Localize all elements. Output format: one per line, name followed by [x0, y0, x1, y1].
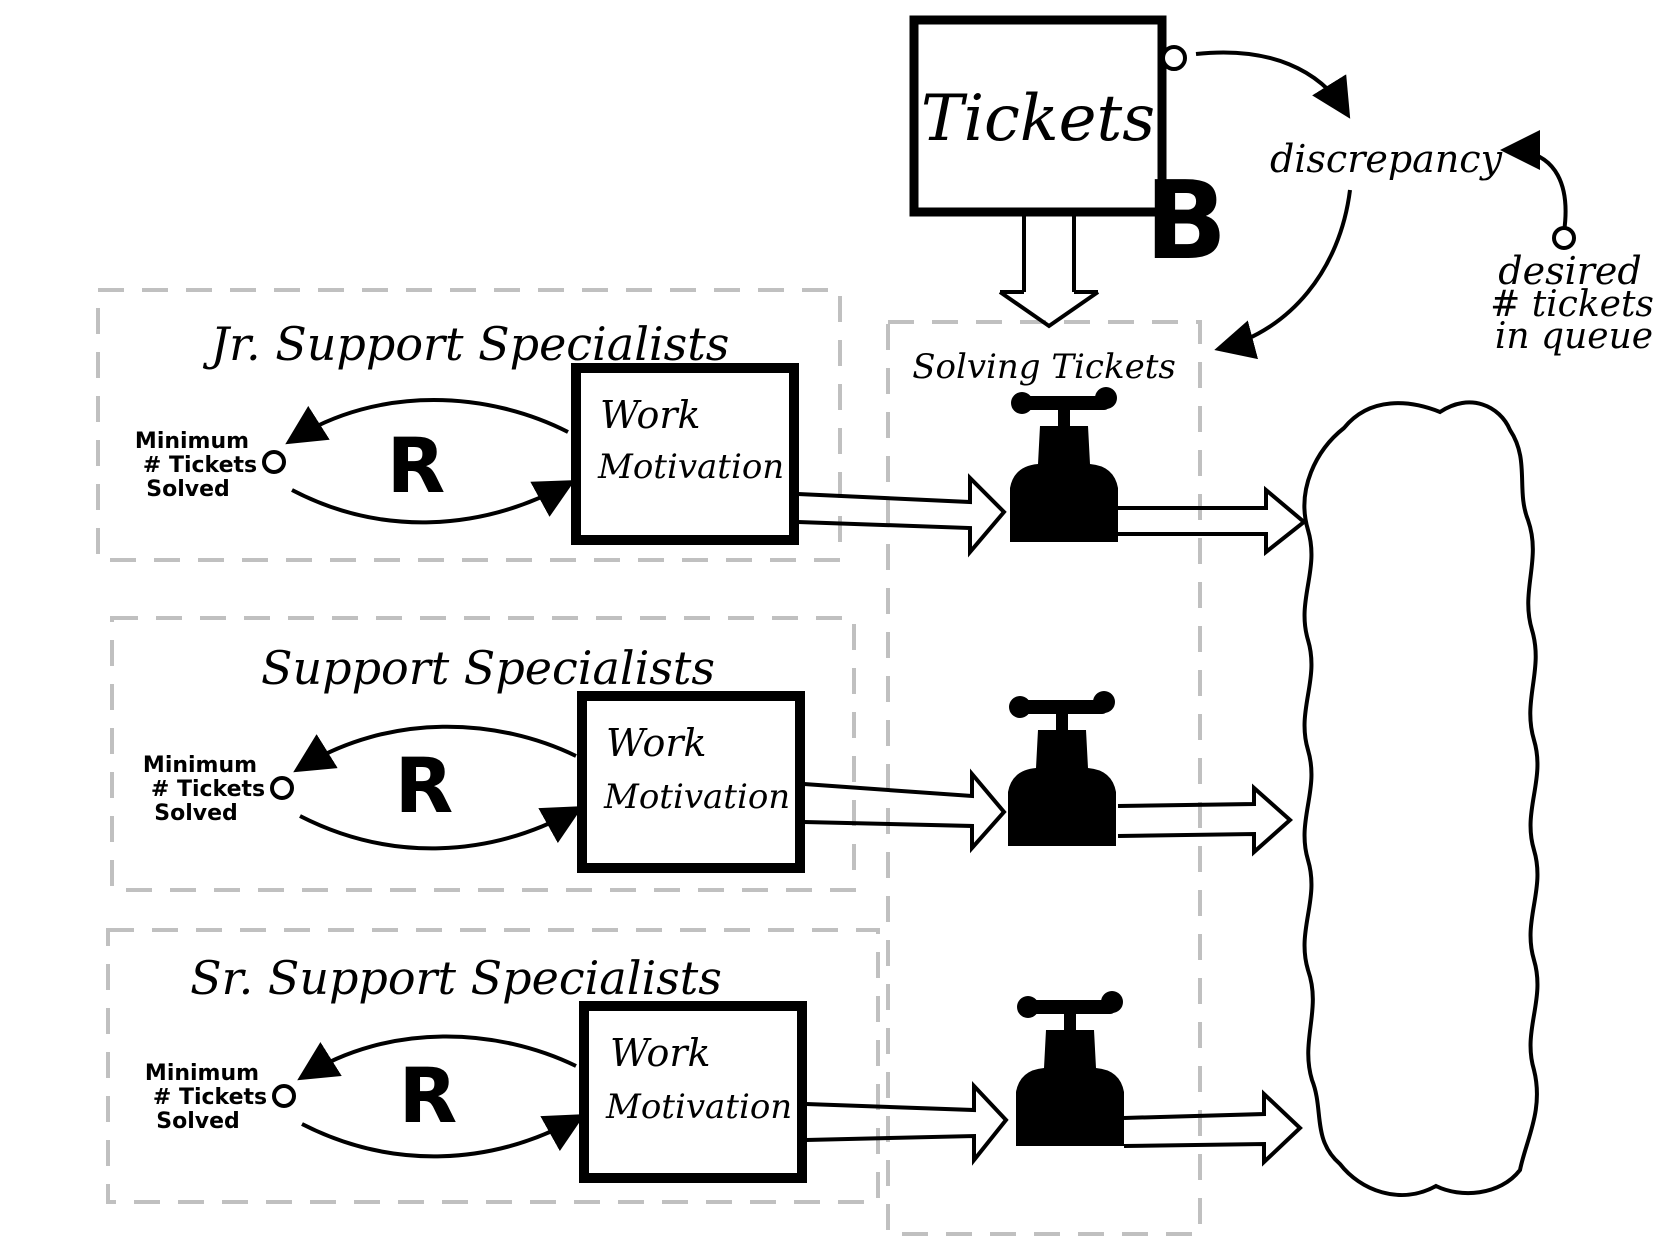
- group-title: Sr. Support Specialists: [190, 951, 722, 1005]
- group-jr-support-specialists: Jr. Support Specialists Minimum # Ticket…: [135, 317, 1308, 558]
- svg-text:Solved: Solved: [154, 801, 238, 826]
- group-border-jr: [96, 288, 842, 562]
- discrepancy-label: discrepancy: [1270, 137, 1503, 181]
- svg-text:# Tickets: # Tickets: [153, 1085, 267, 1110]
- svg-text:Motivation: Motivation: [605, 1087, 792, 1127]
- svg-text:Work: Work: [610, 1031, 711, 1075]
- reinforcing-loop-marker: R: [399, 1051, 458, 1140]
- motivation-flow-pipe: [803, 768, 1007, 854]
- work-motivation-stock[interactable]: Work Motivation: [579, 1001, 807, 1183]
- motivation-flow-pipe: [797, 473, 1007, 558]
- svg-text:Minimum: Minimum: [135, 429, 249, 454]
- motivation-to-minimum-arrow: [293, 724, 577, 773]
- group-border-sr: [106, 928, 880, 1204]
- tickets-link-circle: [1161, 45, 1187, 71]
- minimum-link-circle: [270, 776, 294, 800]
- svg-text:# Tickets: # Tickets: [151, 777, 265, 802]
- work-motivation-stock[interactable]: Work Motivation: [577, 691, 805, 873]
- desired-link-circle: [1552, 226, 1576, 250]
- svg-text:Solved: Solved: [146, 477, 230, 502]
- minimum-to-motivation-arrow: [299, 806, 583, 851]
- reinforcing-loop-marker: R: [387, 421, 446, 510]
- motivation-flow-pipe: [805, 1080, 1009, 1166]
- valve-icon: [1010, 387, 1118, 542]
- flow-label: Solving Tickets: [912, 347, 1176, 387]
- desired-to-discrepancy-arrow: [1500, 130, 1568, 233]
- discrepancy-to-flow-arrow: [1214, 189, 1352, 360]
- tickets-stock[interactable]: Tickets: [909, 15, 1167, 217]
- minimum-link-circle: [262, 450, 286, 474]
- group-title: Jr. Support Specialists: [203, 317, 730, 371]
- motivation-to-minimum-arrow: [285, 398, 569, 445]
- group-sr-support-specialists: Sr. Support Specialists Minimum # Ticket…: [145, 951, 1303, 1183]
- tickets-to-discrepancy-arrow: [1195, 50, 1351, 119]
- svg-text:desired: desired: [1498, 249, 1641, 293]
- minimum-tickets-solved-label: Minimum # Tickets Solved: [145, 1061, 267, 1134]
- svg-text:in queue: in queue: [1495, 316, 1653, 357]
- balancing-loop-marker: B: [1145, 159, 1227, 284]
- group-support-specialists: Support Specialists Minimum # Tickets So…: [143, 641, 1294, 873]
- tickets-label: Tickets: [921, 82, 1155, 156]
- svg-text:Minimum: Minimum: [145, 1061, 259, 1086]
- reinforcing-loop-marker: R: [395, 741, 454, 830]
- valve-outflow-pipe: [1118, 485, 1308, 557]
- svg-text:Solved: Solved: [156, 1109, 240, 1134]
- outflow-pipe: [998, 212, 1100, 329]
- minimum-tickets-solved-label: Minimum # Tickets Solved: [143, 753, 265, 826]
- valve-outflow-pipe: [1123, 1089, 1303, 1167]
- group-title: Support Specialists: [261, 641, 715, 695]
- svg-text:# tickets: # tickets: [1490, 284, 1654, 325]
- svg-text:# Tickets: # Tickets: [143, 453, 257, 478]
- svg-text:Work: Work: [600, 393, 701, 437]
- minimum-to-motivation-arrow: [301, 1114, 585, 1159]
- cloud-sink: [1302, 400, 1540, 1197]
- minimum-tickets-solved-label: Minimum # Tickets Solved: [135, 429, 257, 502]
- valve-icon: [1016, 991, 1124, 1146]
- motivation-to-minimum-arrow: [297, 1034, 577, 1081]
- minimum-to-motivation-arrow: [291, 480, 576, 525]
- minimum-link-circle: [272, 1084, 296, 1108]
- svg-text:Work: Work: [606, 721, 707, 765]
- svg-text:Minimum: Minimum: [143, 753, 257, 778]
- desired-tickets-label: desired # tickets in queue: [1490, 249, 1654, 357]
- group-border-mid: [110, 616, 856, 892]
- work-motivation-stock[interactable]: Work Motivation: [571, 363, 799, 545]
- svg-text:Motivation: Motivation: [597, 447, 784, 487]
- valve-outflow-pipe: [1117, 783, 1294, 857]
- valve-icon: [1008, 691, 1116, 846]
- svg-text:Motivation: Motivation: [603, 777, 790, 817]
